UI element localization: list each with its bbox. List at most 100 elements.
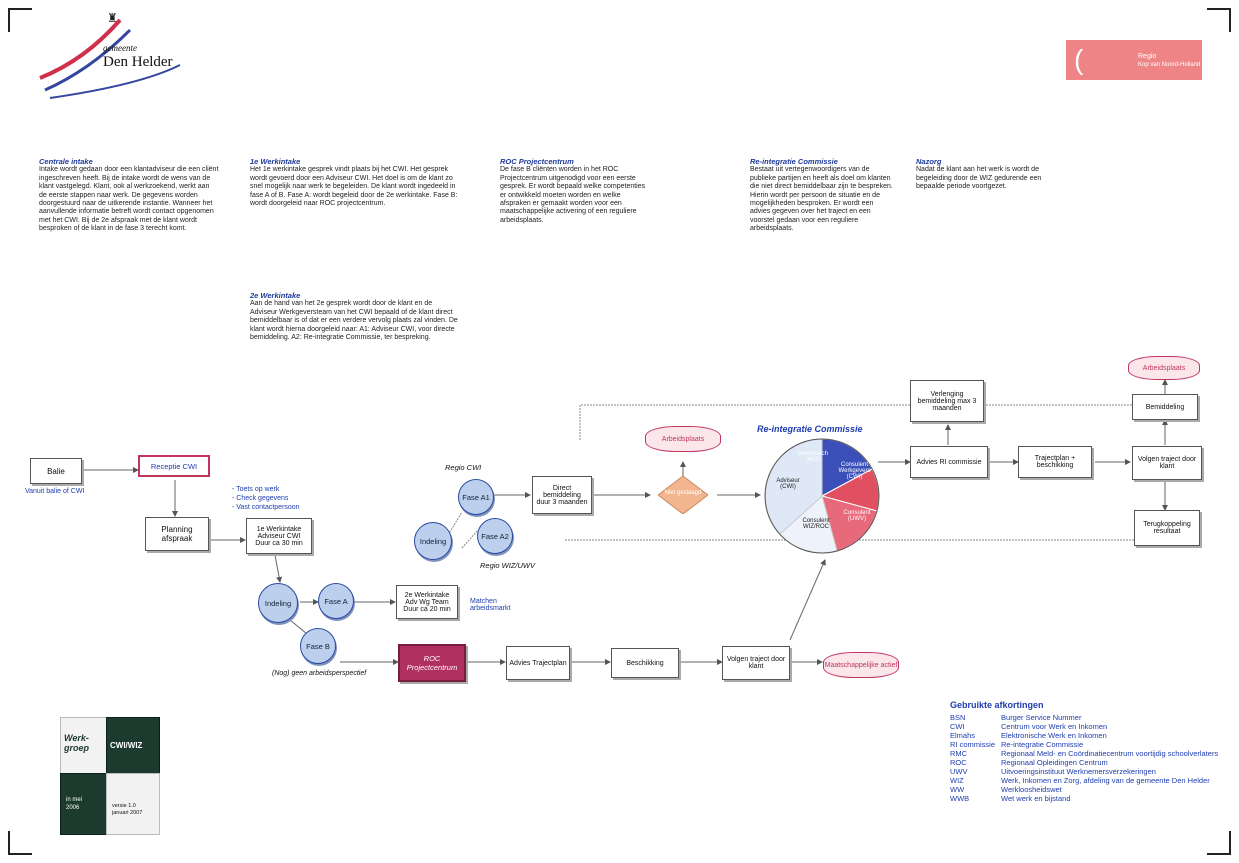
pie-label-uwv: Consulent (UWV)	[843, 510, 871, 522]
intake2-line3: Duur ca 20 min	[403, 605, 451, 613]
terugkoppeling-node: Terugkoppeling resultaat	[1134, 510, 1200, 546]
fase-a2-circle: Fase A2	[477, 518, 513, 554]
legend-desc: Uitvoeringsinstituut Werknemersverzekeri…	[1001, 767, 1156, 776]
puzzle-werkgroep: Werk-groep	[64, 733, 90, 753]
puzzle-piece-1	[60, 717, 108, 775]
direct-line1: Direct	[552, 484, 572, 492]
fase-a-circle: Fase A	[318, 583, 354, 619]
bemiddeling-node: Bemiddeling	[1132, 394, 1198, 420]
col4-title: Re-integratie Commissie	[750, 157, 838, 166]
pie-label-adv: Adviseur (CWI)	[776, 478, 800, 490]
maatschappelijk-node: Maatschappelijke actief	[823, 652, 899, 678]
corner-bottom-left	[8, 831, 32, 855]
rc-pie	[764, 438, 880, 554]
legend-abbr: WW	[950, 785, 965, 794]
arbeidsplaats-2: Arbeidsplaats	[1128, 356, 1200, 380]
fase-a1-circle: Fase A1	[458, 479, 494, 515]
legend-row: RI commissie Re-integratie Commissie	[950, 740, 1224, 749]
pie-label-consulent: Consulent WIZ/ROC	[802, 518, 830, 530]
beschikking-node: Beschikking	[611, 648, 679, 678]
legend-abbr: ROC	[950, 758, 967, 767]
puzzle-versie-2: januari 2007	[112, 810, 143, 816]
regio-cwi-label: Regio CWI	[445, 463, 482, 472]
legend-desc: Werkloosheidswet	[1001, 785, 1062, 794]
den-helder-logo: ♜	[39, 11, 181, 99]
legend-desc: Centrum voor Werk en Inkomen	[1001, 722, 1108, 731]
legend-row: RMC Regionaal Meld- en Coördinatiecentrum…	[950, 749, 1224, 758]
advies-traject-node: Advies Trajectplan	[506, 646, 570, 680]
puzzle-date-2: 2006	[66, 805, 80, 811]
indeling-circle: Indeling	[258, 583, 298, 623]
puzzle-versie-1: versie 1.0	[112, 803, 136, 809]
balie-sub-label: Vanuit balie of CWI	[25, 488, 85, 495]
legend-abbr: RMC	[950, 749, 968, 758]
puzzle-cwiwiz: CWI/WIZ	[110, 741, 143, 750]
puzzle-piece-3	[60, 773, 108, 835]
col3-body: De fase B cliënten worden in het ROC Pro…	[500, 166, 646, 224]
diamond-shape	[658, 476, 708, 514]
legend-row: UWV Uitvoeringsinstituut Werknemersverzek…	[950, 767, 1224, 776]
regio-logo-line2: Kop van Noord-Holland	[1138, 62, 1201, 68]
legend-row: WW Werkloosheidswet	[950, 785, 1224, 794]
puzzle-piece-4	[106, 773, 160, 835]
regio-wiz-label: Regio WIZ/UWV	[480, 561, 536, 570]
corner-top-right	[1207, 8, 1231, 32]
legend-desc: Burger Service Nummer	[1001, 713, 1082, 722]
trajectplan-node: Trajectplan + beschikking	[1018, 446, 1092, 478]
legend-desc: Regionaal Meld- en Coördinatiecentrum vo…	[1001, 749, 1219, 758]
regio-logo-mark: (	[1074, 44, 1084, 75]
planning-node: Planning afspraak	[145, 517, 209, 551]
matchen-label: Matchen arbeidsmarkt	[470, 598, 511, 612]
balie-node: Balie	[30, 458, 82, 484]
legend-desc: Wet werk en bijstand	[1001, 794, 1071, 803]
legend-row: WIZ Werk, Inkomen en Zorg, afdeling van d…	[950, 776, 1224, 785]
puzzle-date-1: in mei	[66, 797, 83, 803]
legend-abbr: CWI	[950, 722, 965, 731]
legend-row: Elmahs Elektronische Werk en Inkomen	[950, 731, 1224, 740]
legend-desc: Elektronische Werk en Inkomen	[1001, 731, 1107, 740]
roc-node: ROC Projectcentrum	[398, 644, 466, 682]
receptie-node: Receptie CWI	[138, 455, 210, 477]
col2b-title: 2e Werkintake	[250, 291, 301, 300]
col1-title: Centrale intake	[39, 157, 93, 166]
legend-abbr: WIZ	[950, 776, 964, 785]
col-roc: ROC Projectcentrum De fase B cliënten wo…	[500, 157, 650, 225]
intake1-line2: Adviseur CWI	[257, 532, 301, 540]
niet-geslaagd-diamond: Niet geslaagd	[658, 476, 708, 514]
col-centrale-intake: Centrale intake Intake wordt gedaan door…	[39, 157, 219, 234]
notes-line3: - Vast contactpersoon	[232, 504, 300, 511]
legend-abbr: WWB	[950, 794, 970, 803]
col5-title: Nazorg	[916, 157, 942, 166]
intake2-node: 2e Werkintake Adv Wg Team Duur ca 20 min	[396, 585, 458, 619]
legend-abbr: Elmahs	[950, 731, 976, 740]
direct-line3: duur 3 maanden	[536, 498, 588, 506]
notes-line2: - Check gegevens	[232, 495, 289, 502]
legend-row: CWI Centrum voor Werk en Inkomen	[950, 722, 1224, 731]
direct-line2: bemiddeling	[543, 491, 581, 499]
legend-title: Gebruikte afkortingen	[950, 700, 1044, 710]
indeling2-circle: Indeling	[414, 522, 452, 560]
legend-desc: Werk, Inkomen en Zorg, afdeling van de g…	[1001, 776, 1210, 785]
legend-desc: Re-integratie Commissie	[1001, 740, 1084, 749]
notes-line1: - Toets op werk	[232, 486, 280, 493]
col-nazorg: Nazorg Nadat de klant aan het werk is wo…	[916, 157, 1066, 192]
col2-body: Het 1e werkintake gesprek vindt plaats b…	[250, 166, 458, 208]
pie-label-cwi: Consulent Werkgevers (CWI)	[838, 462, 871, 480]
werkgroep-puzzle-logo: Werk-groep CWI/WIZ in mei 2006 versie 1.…	[60, 717, 160, 835]
regio-logo: ( Regio Kop van Noord-Holland	[1066, 40, 1202, 80]
roc-sub-label: (Nog) geen arbeidsperspectief	[272, 670, 367, 677]
col2b-body: Aan de hand van het 2e gesprek wordt doo…	[250, 300, 458, 342]
corner-top-left	[8, 8, 32, 32]
col1-body: Intake wordt gedaan door een klantadvise…	[39, 166, 219, 233]
corner-bottom-right	[1207, 831, 1231, 855]
legend-abbr: RI commissie	[950, 740, 996, 749]
fase-b-circle: Fase B	[300, 628, 336, 664]
legend-abbr: UWV	[950, 767, 968, 776]
verlenging-node: Verlenging bemiddeling max 3 maanden	[910, 380, 984, 422]
logo-name: Den Helder	[103, 54, 173, 70]
